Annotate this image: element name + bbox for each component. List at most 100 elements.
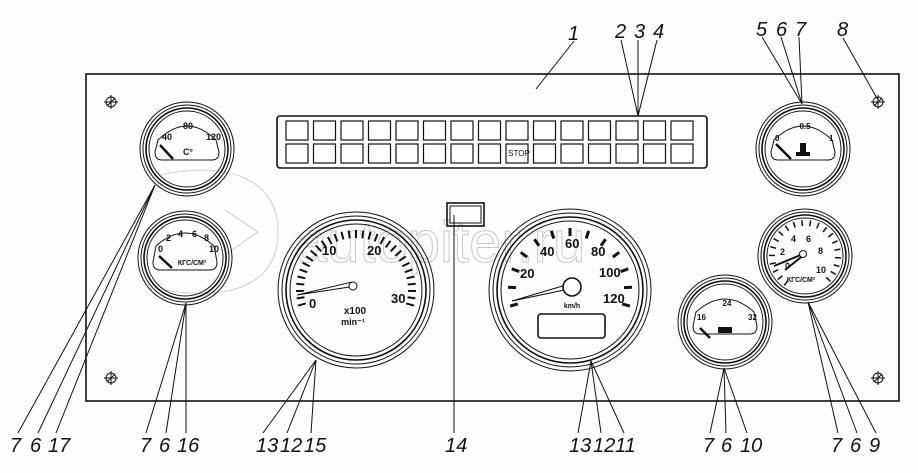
warning-lamp-axle-diff-lock-icon (615, 120, 639, 141)
warning-lamp-fog-light-icon (367, 120, 392, 141)
air-tick (808, 220, 812, 227)
mounting-screw-icon (104, 95, 118, 109)
air-label-8: 8 (818, 246, 823, 256)
air-needle-1 (773, 253, 804, 267)
battery-icon (718, 327, 732, 333)
callout-7: 7 (703, 435, 715, 457)
callout-7: 7 (831, 435, 843, 457)
callout-6: 6 (30, 435, 42, 457)
warning-lamp-stop-icon (505, 143, 529, 164)
tach-tick (299, 268, 308, 274)
tach-tick (297, 275, 306, 280)
callout-3: 3 (634, 21, 645, 43)
tach-tick (296, 296, 305, 300)
callout-7: 7 (10, 435, 22, 457)
tach-needle (296, 281, 358, 296)
speed-tick (509, 302, 519, 308)
warning-lamp-cab-unlocked-icon (340, 143, 364, 164)
tach-tick (407, 282, 416, 286)
mounting-screw-icon (104, 371, 118, 385)
air-label-4: 4 (791, 234, 796, 244)
callout-10: 10 (740, 435, 762, 457)
warning-lamp-coolant-level-icon (422, 143, 447, 164)
air-tick (772, 268, 779, 274)
tach-tick (310, 249, 318, 257)
speed-label-80: 80 (591, 244, 605, 259)
air-tick (778, 230, 784, 237)
tach-tick (385, 240, 392, 248)
callout-11: 11 (615, 435, 636, 457)
oil-label-10: 10 (209, 244, 219, 254)
tach-tick (302, 261, 311, 268)
warning-lamp-blank-icon (560, 120, 584, 141)
tach-tick (305, 255, 314, 262)
temp-label-120: 120 (206, 132, 221, 142)
warning-lamp-abs-icon (587, 143, 612, 164)
odometer-display (537, 313, 606, 339)
speed-needle-hub (562, 277, 582, 297)
warning-lamp-engine-oil-icon (450, 143, 474, 164)
oil-unit: КГС/СМ² (178, 260, 207, 267)
oil-label-6: 6 (192, 229, 197, 239)
callout-2: 2 (614, 21, 626, 43)
air-tick (833, 264, 840, 268)
fuel-needle (775, 143, 792, 160)
air-tick (816, 222, 820, 229)
warning-lamp-blank-icon (285, 143, 309, 164)
volt-label-32: 32 (748, 313, 757, 322)
callout-15: 15 (304, 435, 327, 457)
speed-tick (549, 230, 556, 239)
tach-tick (398, 255, 407, 262)
speed-tick (599, 238, 607, 247)
warning-lamp-low-fuel-icon (615, 143, 639, 164)
air-pressure-gauge: 0 2 4 6 8 10 КГС/СМ² (757, 208, 853, 304)
warning-lamp-cross-axle-lock-icon (642, 120, 667, 141)
air-label-2: 2 (780, 247, 785, 257)
warning-lamp-hazard-icon (642, 143, 667, 164)
speed-tick (511, 267, 520, 273)
fuel-pump-base (796, 152, 810, 156)
warning-lamp-cab-tilt-icon (312, 120, 337, 141)
speed-tick (621, 302, 631, 308)
warning-lamp-side-light-icon (422, 120, 447, 141)
temp-label-40: 40 (162, 132, 172, 142)
tach-tick (394, 249, 402, 257)
oil-label-4: 4 (178, 229, 183, 239)
volt-label-24: 24 (723, 299, 732, 308)
speed-tick (611, 251, 621, 259)
tach-tick (407, 296, 416, 300)
tach-tick (373, 233, 379, 242)
callout-7-top: 7 (795, 19, 807, 41)
air-tick (783, 280, 789, 286)
tach-tick (340, 231, 345, 240)
tach-label-10: 10 (322, 243, 336, 258)
warning-lamp-oil-pressure-icon (395, 143, 419, 164)
speedometer: 20 40 60 80 100 120 km/h (488, 208, 652, 372)
air-tick (830, 270, 837, 276)
tach-tick (326, 236, 333, 245)
speed-tick (620, 267, 629, 273)
speed-label-120: 120 (603, 291, 625, 306)
callout-12: 12 (280, 435, 302, 457)
oil-label-0: 0 (158, 244, 163, 254)
oil-label-8: 8 (204, 233, 209, 243)
fuel-label-0: 0 (775, 134, 780, 143)
warning-lamp-parking-brake-icon (670, 120, 694, 141)
tach-label-20: 20 (367, 243, 381, 258)
temperature-gauge: 40 80 120 C° (139, 101, 235, 197)
panel-board (85, 73, 900, 402)
callout-6: 6 (159, 435, 171, 457)
callout-14: 14 (445, 435, 467, 457)
tach-tick (296, 282, 305, 286)
tach-tick (401, 261, 410, 268)
tach-tick (404, 268, 413, 274)
tach-unit-rpm: min⁻¹ (341, 317, 365, 327)
warning-lamp-diff-lock-icon (587, 120, 612, 141)
air-label-0: 0 (785, 261, 790, 271)
mounting-screw-icon (871, 371, 885, 385)
fuel-label-full: 1 (829, 134, 834, 143)
temp-unit: C° (183, 147, 193, 157)
warning-lamp-battery-charge-icon (367, 143, 392, 164)
callout-7: 7 (140, 435, 152, 457)
tach-needle-hub (348, 281, 358, 291)
